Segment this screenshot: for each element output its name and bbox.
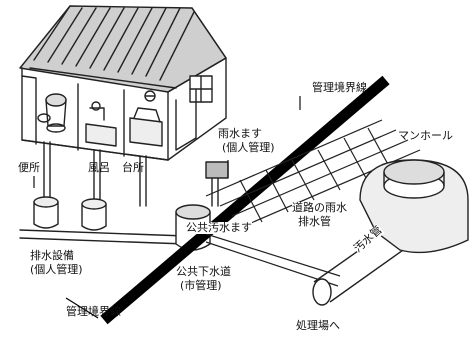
- inspection-boxes: [33, 161, 229, 231]
- kitchen-label: 台所: [122, 161, 144, 174]
- boundary-line-top-label: 管理境界線: [312, 81, 367, 94]
- road-rain-drain-label-2: 排水管: [298, 215, 331, 228]
- toilet-label: 便所: [18, 161, 40, 174]
- public-sewer-label: 公共下水道: [176, 265, 231, 278]
- bath-label: 風呂: [88, 161, 110, 174]
- road-drain-lines: [205, 119, 421, 287]
- boundary-line: [65, 75, 390, 325]
- house-walls: [21, 57, 227, 161]
- manhole-shape: [359, 159, 469, 254]
- house-roof: [19, 5, 227, 93]
- kitchen-fixture: [129, 90, 163, 147]
- drainage-facility-mgmt-label: (個人管理): [30, 263, 83, 276]
- public-sewer-box-label: 公共汚水ます: [186, 221, 252, 234]
- pointer-lines: [33, 96, 301, 188]
- road-rain-drain-label: 道路の雨水: [292, 201, 347, 214]
- manhole-label: マンホール: [398, 129, 453, 142]
- drainage-facility-label: 排水設備: [30, 249, 74, 262]
- rainwater-box-mgmt-label: (個人管理): [222, 141, 275, 154]
- toilet-fixture: [37, 93, 67, 133]
- public-sewer-mgmt-label: (市管理): [180, 279, 222, 292]
- to-treatment-label: 処理場へ: [296, 319, 340, 332]
- boundary-line-bottom-label: 管理境界線: [66, 305, 121, 318]
- bath-fixture: [85, 101, 117, 147]
- rainwater-box-label: 雨水ます: [218, 127, 262, 140]
